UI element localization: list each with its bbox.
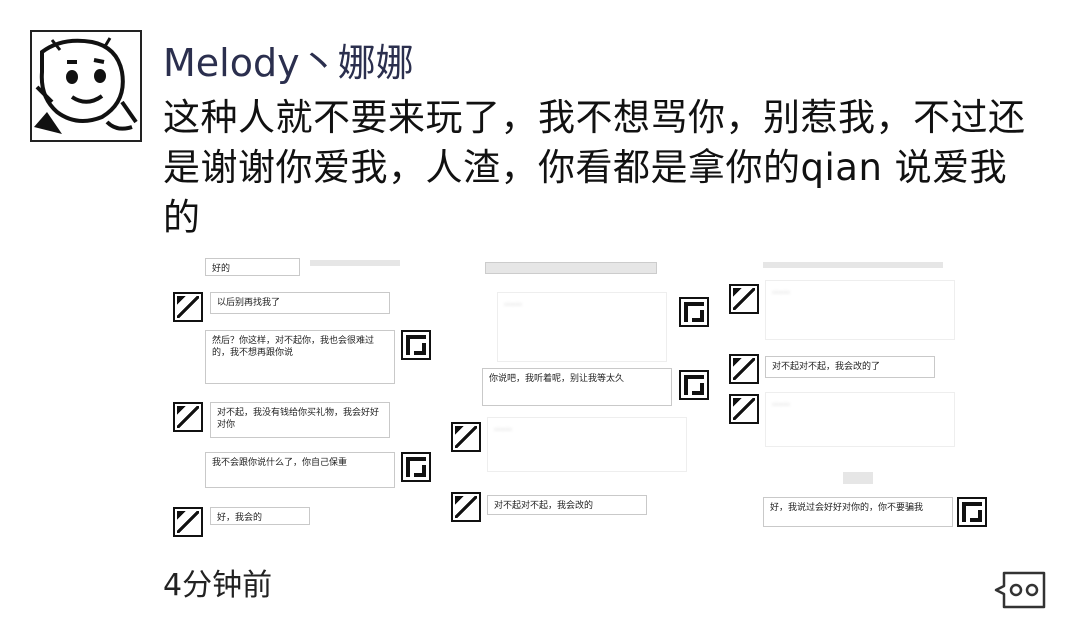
chat-avatar: [173, 507, 203, 537]
chat-bubble: 对不起，我没有钱给你买礼物，我会好好对你: [210, 402, 390, 438]
chat-bubble: ……: [497, 292, 667, 362]
chat-bubble: 对不起对不起，我会改的了: [765, 356, 935, 378]
avatar[interactable]: [30, 30, 142, 142]
divider: [843, 472, 873, 484]
chat-avatar: [451, 422, 481, 452]
chat-bubble: 好，我会的: [210, 507, 310, 525]
chat-bubble: ……: [487, 417, 687, 472]
chat-avatar: [729, 284, 759, 314]
chat-screenshot-3[interactable]: …… 对不起对不起，我会改的了 …… 好，我说过会好好对你的，你不要骗我: [725, 252, 987, 527]
chat-avatar: [173, 292, 203, 322]
input-bar: [485, 262, 657, 274]
chat-avatar: [679, 370, 709, 400]
chat-bubble: 我不会跟你说什么了，你自己保重: [205, 452, 395, 488]
chat-avatar: [401, 452, 431, 482]
post-content: 这种人就不要来玩了，我不想骂你，别惹我，不过还是谢谢你爱我，人渣，你看都是拿你的…: [163, 96, 1026, 239]
chat-avatar: [173, 402, 203, 432]
chat-bubble: ……: [765, 392, 955, 447]
chat-screenshot-1[interactable]: 好的 以后别再找我了 然后？你这样，对不起你，我也会很难过的，我不想再跟你说 对…: [165, 252, 431, 537]
chat-bubble: 好的: [205, 258, 300, 276]
divider: [763, 262, 943, 268]
chat-avatar: [957, 497, 987, 527]
chat-avatar: [729, 354, 759, 384]
image-grid: 好的 以后别再找我了 然后？你这样，对不起你，我也会很难过的，我不想再跟你说 对…: [165, 252, 995, 537]
chat-bubble: 以后别再找我了: [210, 292, 390, 314]
chat-avatar: [451, 492, 481, 522]
avatar-cartoon-icon: [32, 32, 140, 140]
author-name[interactable]: Melody丶娜娜: [163, 41, 414, 85]
chat-bubble: ……: [765, 280, 955, 340]
chat-avatar: [729, 394, 759, 424]
comment-bubble-icon: [994, 571, 1046, 609]
chat-bubble: 对不起对不起，我会改的: [487, 495, 647, 515]
divider: [310, 260, 400, 266]
chat-screenshot-2[interactable]: …… 你说吧，我听着呢，别让我等太久 …… 对不起对不起，我会改的: [447, 252, 709, 527]
chat-bubble: 好，我说过会好好对你的，你不要骗我: [763, 497, 953, 527]
chat-bubble: 你说吧，我听着呢，别让我等太久: [482, 368, 672, 406]
comment-button[interactable]: [992, 570, 1048, 610]
post-time: 4分钟前: [163, 568, 273, 603]
chat-avatar: [679, 297, 709, 327]
chat-avatar: [401, 330, 431, 360]
chat-bubble: 然后？你这样，对不起你，我也会很难过的，我不想再跟你说: [205, 330, 395, 384]
